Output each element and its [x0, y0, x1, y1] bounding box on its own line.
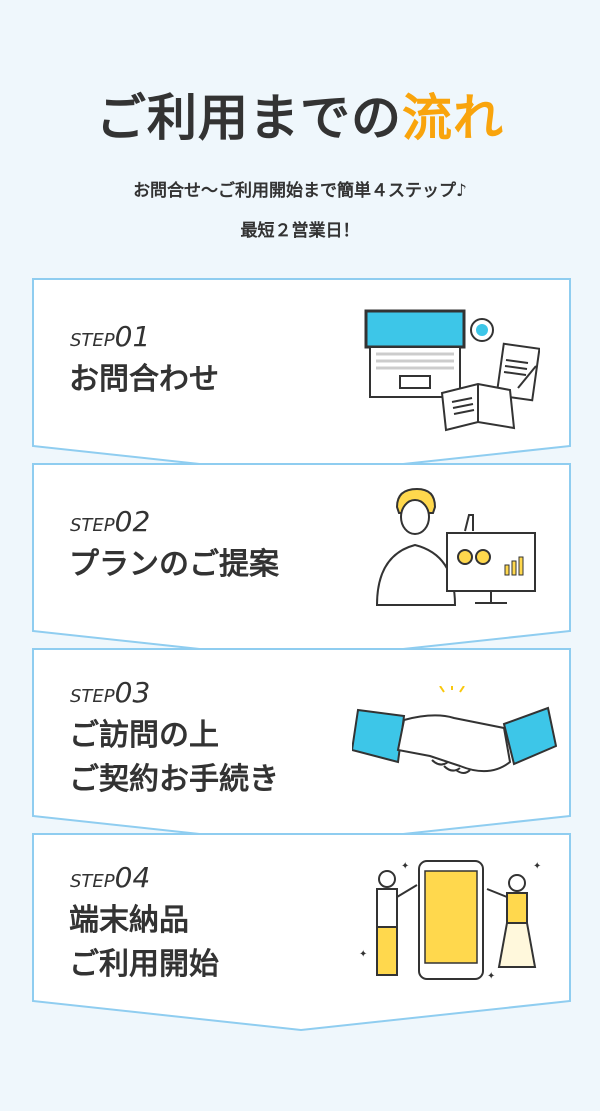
step-title-line1: 端末納品 [69, 903, 189, 938]
step-02-card: STEP02 プランのご提案 [32, 463, 571, 663]
subtitle-line1: お問合せ～ご利用開始まで簡単４ステップ♪ [133, 181, 467, 201]
step-frame [32, 648, 571, 847]
step-title-line2: ご契約お手続き [69, 762, 279, 797]
step-title-line2: ご利用開始 [69, 947, 219, 982]
handshake-icon [352, 686, 557, 774]
step-label: STEP04 [70, 861, 151, 894]
smartphone-people-icon: ✦ ✦ ✦ ✦ [359, 860, 541, 982]
laptop-documents-icon [364, 309, 540, 432]
step-03-card: STEP03 ご訪問の上 ご契約お手続き [32, 648, 571, 848]
step-frame [32, 463, 571, 662]
step-title: お問合わせ [69, 362, 219, 397]
svg-text:✦: ✦ [487, 971, 495, 982]
step-label: STEP01 [70, 320, 151, 353]
step-title-line1: ご訪問の上 [69, 718, 219, 753]
step-title: プランのご提案 [69, 547, 279, 582]
presenter-monitor-icon [375, 487, 536, 606]
page-title: ご利用までの流れ [0, 78, 600, 150]
step-01-card: STEP01 お問合わせ [32, 278, 571, 478]
step-label: STEP02 [70, 505, 151, 538]
svg-text:✦: ✦ [359, 949, 367, 960]
svg-text:✦: ✦ [533, 861, 541, 872]
step-label: STEP03 [70, 676, 151, 709]
title-accent: 流れ [402, 89, 504, 147]
subtitle-line2: 最短２営業日！ [240, 221, 360, 241]
step-04-card: STEP04 端末納品 ご利用開始 ✦ ✦ ✦ ✦ [32, 833, 571, 1033]
svg-text:✦: ✦ [401, 861, 409, 872]
title-main: ご利用までの [96, 89, 402, 147]
